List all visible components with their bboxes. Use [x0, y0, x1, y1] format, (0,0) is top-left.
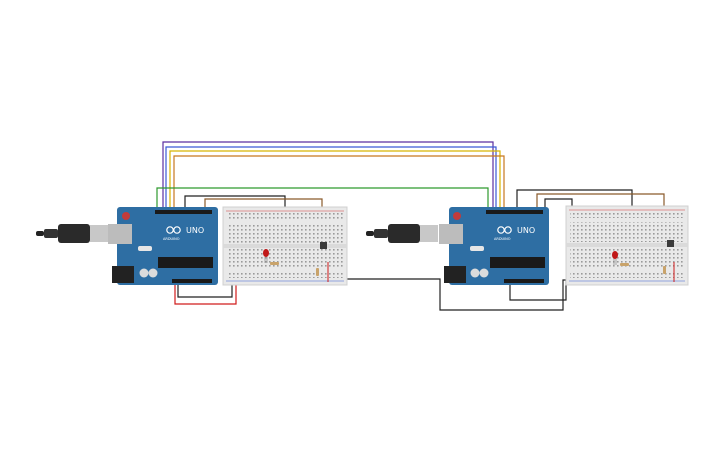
- board-model-label: UNO: [186, 226, 204, 235]
- usb-cable-left: [36, 224, 108, 243]
- arduino-uno-right[interactable]: UNO ARDUINO: [439, 207, 549, 285]
- resistor-right-1[interactable]: [620, 263, 629, 266]
- resistor-left-1[interactable]: [270, 262, 279, 265]
- wire-yellow[interactable]: [169, 150, 501, 210]
- breadboard-left[interactable]: [222, 206, 348, 286]
- wire-black-left-bottom[interactable]: [177, 279, 233, 298]
- wire-black-right-bottom[interactable]: [509, 280, 567, 301]
- pushbutton-right[interactable]: [667, 240, 674, 247]
- resistor-right-2[interactable]: [663, 266, 666, 274]
- arduino-logo-icon: [166, 226, 181, 234]
- inter-board-wires: [156, 141, 665, 311]
- resistor-left-2[interactable]: [316, 268, 319, 276]
- board-brand-label: ARDUINO: [163, 237, 180, 241]
- reset-button[interactable]: [453, 212, 461, 220]
- wire-black-link[interactable]: [338, 278, 572, 311]
- board-model-label: UNO: [517, 226, 535, 235]
- wire-purple[interactable]: [162, 141, 494, 210]
- wire-blue[interactable]: [165, 146, 497, 210]
- arduino-uno-left[interactable]: UNO ARDUINO: [108, 207, 218, 285]
- reset-button[interactable]: [122, 212, 130, 220]
- wire-green[interactable]: [156, 187, 489, 210]
- wire-orange[interactable]: [173, 155, 505, 210]
- red-led-right[interactable]: [612, 251, 618, 265]
- board-brand-label: ARDUINO: [494, 237, 511, 241]
- wire-red-left[interactable]: [174, 279, 237, 305]
- red-led-left[interactable]: [263, 249, 269, 263]
- pushbutton-left[interactable]: [320, 242, 327, 249]
- arduino-logo-icon: [497, 226, 512, 234]
- usb-cable-right: [366, 224, 438, 243]
- breadboard-right[interactable]: [565, 205, 689, 286]
